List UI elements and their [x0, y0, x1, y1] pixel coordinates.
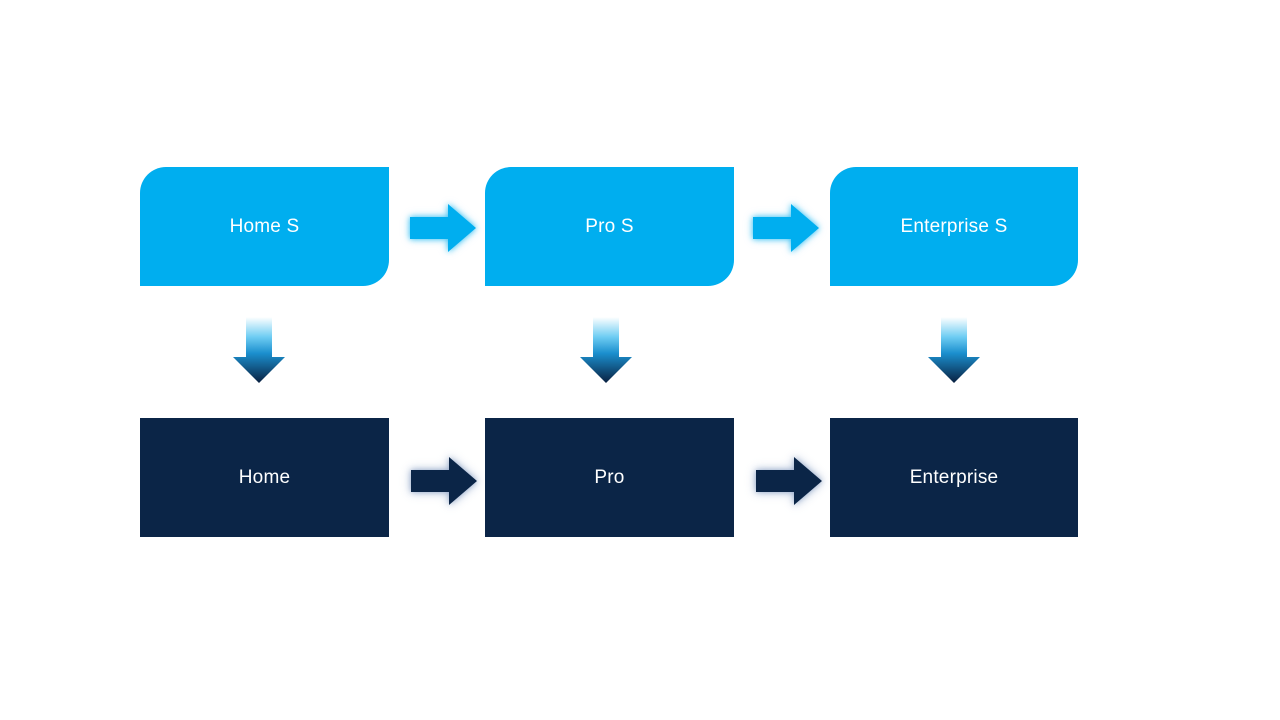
node-home-s-label: Home S	[229, 215, 300, 237]
node-pro: Pro	[485, 418, 734, 537]
node-enterprise-label: Enterprise	[909, 466, 999, 488]
node-home-s: Home S	[140, 167, 389, 286]
arrow-down-pro-s-to-pro-icon	[580, 317, 632, 383]
node-pro-s: Pro S	[485, 167, 734, 286]
arrow-down-enterprise-s-to-enterprise-icon	[928, 317, 980, 383]
arrow-right-home-to-pro-icon	[411, 457, 477, 505]
node-enterprise: Enterprise	[830, 418, 1078, 537]
node-home: Home	[140, 418, 389, 537]
arrow-right-pro-to-enterprise-icon	[756, 457, 822, 505]
node-home-label: Home	[238, 466, 291, 488]
node-pro-s-label: Pro S	[585, 215, 634, 237]
node-pro-label: Pro	[594, 466, 625, 488]
arrow-down-home-s-to-home-icon	[233, 317, 285, 383]
arrow-right-home-s-to-pro-s-icon	[410, 204, 476, 252]
node-enterprise-s: Enterprise S	[830, 167, 1078, 286]
arrow-right-pro-s-to-enterprise-s-icon	[753, 204, 819, 252]
node-enterprise-s-label: Enterprise S	[900, 215, 1008, 237]
